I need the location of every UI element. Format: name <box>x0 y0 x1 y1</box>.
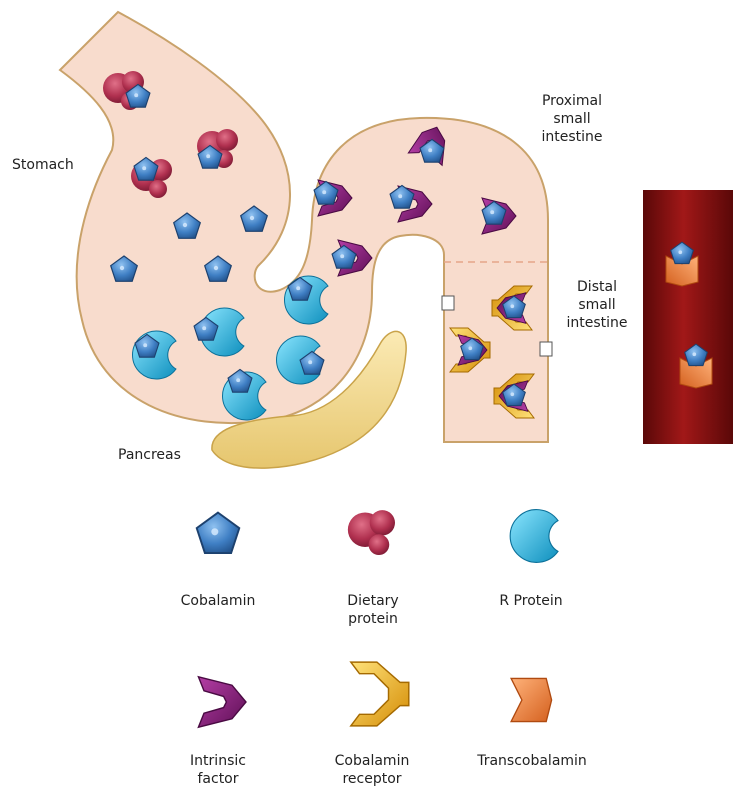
label-distal-small-intestine: Distal small intestine <box>566 278 627 332</box>
label-proximal-small-intestine: Proximal small intestine <box>541 92 602 146</box>
transcobalamin-icon <box>511 678 551 721</box>
legend-r-protein: R Protein <box>499 592 562 610</box>
legend-dietary-protein: Dietary protein <box>347 592 398 628</box>
r-protein-icon <box>510 510 558 563</box>
label-stomach: Stomach <box>12 156 74 174</box>
dietary-protein-icon <box>348 510 395 555</box>
cobalamin-receptor-icon <box>351 662 409 726</box>
legend-transcobalamin: Transcobalamin <box>477 752 587 770</box>
blood-vessel <box>643 190 733 444</box>
intrinsic-factor-icon <box>198 677 246 727</box>
cobalamin-icon <box>197 513 240 553</box>
legend-cobalamin: Cobalamin <box>181 592 256 610</box>
legend-cobalamin-receptor: Cobalamin receptor <box>335 752 410 788</box>
legend-intrinsic-factor: Intrinsic factor <box>190 752 246 788</box>
label-pancreas: Pancreas <box>118 446 181 464</box>
